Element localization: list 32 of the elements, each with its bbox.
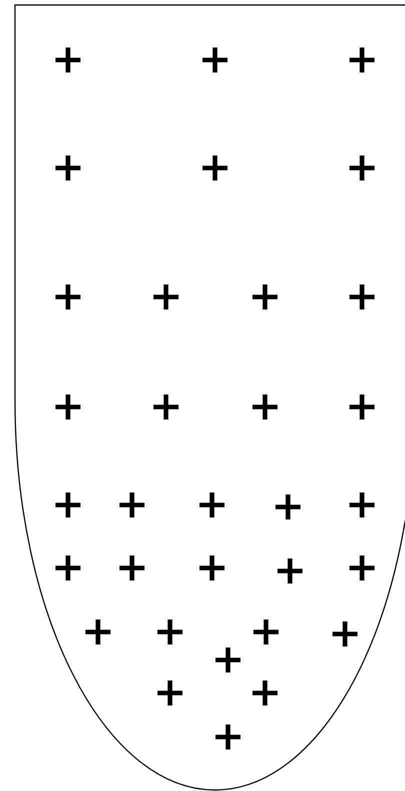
plus-sign: + xyxy=(349,394,374,420)
plus-sign: + xyxy=(349,284,374,310)
plus-sign: + xyxy=(349,492,374,518)
plus-sign: + xyxy=(349,47,374,73)
plus-sign: + xyxy=(157,680,182,706)
plus-sign: + xyxy=(253,619,278,645)
plus-sign: + xyxy=(55,47,80,73)
plus-sign: + xyxy=(215,724,240,750)
plus-sign: + xyxy=(202,155,228,181)
plus-sign: + xyxy=(275,494,300,520)
plus-sign: + xyxy=(55,394,80,420)
plus-sign: + xyxy=(55,155,80,181)
plus-sign: + xyxy=(119,555,144,581)
plus-sign: + xyxy=(349,155,374,181)
plus-sign: + xyxy=(252,680,278,706)
plus-sign: + xyxy=(349,555,374,581)
plus-sign: + xyxy=(277,558,302,584)
plus-sign: + xyxy=(202,47,228,73)
plus-sign: + xyxy=(252,284,278,310)
plus-sign: + xyxy=(252,394,278,420)
plus-sign: + xyxy=(153,284,178,310)
plus-sign: + xyxy=(85,619,110,645)
plus-sign: + xyxy=(199,492,224,518)
plus-sign: + xyxy=(119,492,144,518)
plus-sign: + xyxy=(55,492,80,518)
plus-sign: + xyxy=(215,647,240,673)
plus-sign: + xyxy=(199,555,224,581)
plus-sign: + xyxy=(55,555,80,581)
plus-sign: + xyxy=(55,284,80,310)
plus-sign: + xyxy=(332,621,358,647)
plus-sign: + xyxy=(157,619,182,645)
plus-sign: + xyxy=(153,394,178,420)
